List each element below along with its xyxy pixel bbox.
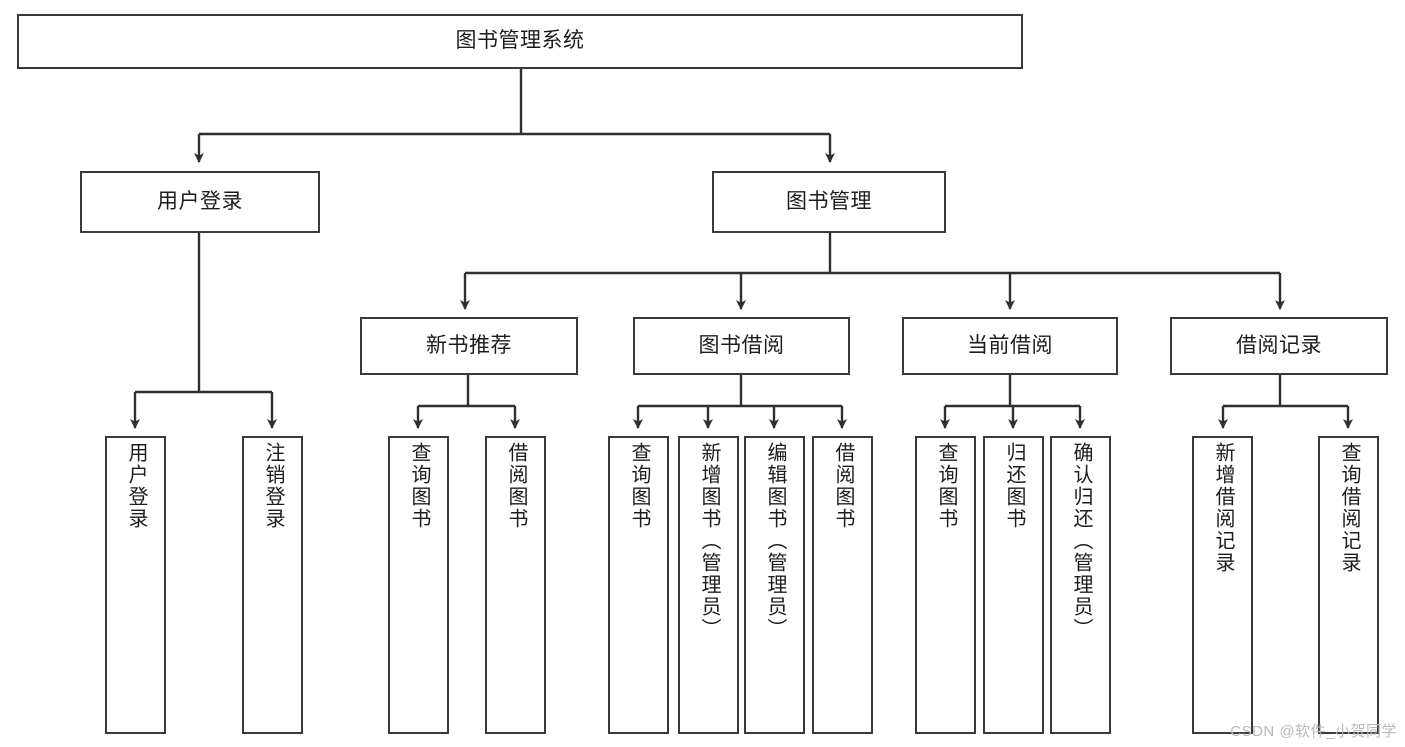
node-leaf-add-record-label: 新增借阅记录 — [1212, 442, 1234, 574]
node-leaf-query-record-label: 查询借阅记录 — [1338, 442, 1360, 574]
node-leaf-logout-login[interactable]: 注销登录 — [242, 436, 303, 734]
node-leaf-query-book-1-label: 查询图书 — [408, 442, 430, 530]
node-leaf-query-book-3-label: 查询图书 — [935, 442, 957, 530]
node-leaf-add-book[interactable]: 新增图书（管理员） — [678, 436, 739, 734]
node-leaf-confirm-return[interactable]: 确认归还（管理员） — [1050, 436, 1111, 734]
node-leaf-borrow-book-1-label: 借阅图书 — [505, 442, 527, 530]
node-borrow-record[interactable]: 借阅记录 — [1170, 317, 1388, 375]
node-leaf-query-book-2-label: 查询图书 — [628, 442, 650, 530]
node-new-book-recommend[interactable]: 新书推荐 — [360, 317, 578, 375]
node-leaf-edit-book[interactable]: 编辑图书（管理员） — [744, 436, 805, 734]
node-new-book-recommend-label: 新书推荐 — [426, 333, 512, 357]
node-current-borrow-label: 当前借阅 — [967, 333, 1053, 357]
node-leaf-query-book-2[interactable]: 查询图书 — [608, 436, 669, 734]
node-root[interactable]: 图书管理系统 — [17, 14, 1023, 69]
node-leaf-query-record[interactable]: 查询借阅记录 — [1318, 436, 1379, 734]
node-book-borrow[interactable]: 图书借阅 — [633, 317, 850, 375]
node-leaf-query-book-1[interactable]: 查询图书 — [388, 436, 449, 734]
node-current-borrow[interactable]: 当前借阅 — [902, 317, 1118, 375]
node-leaf-add-record[interactable]: 新增借阅记录 — [1192, 436, 1253, 734]
node-borrow-record-label: 借阅记录 — [1236, 333, 1322, 357]
node-root-label: 图书管理系统 — [455, 29, 585, 53]
node-user-login-label: 用户登录 — [157, 189, 243, 213]
node-leaf-user-login-label: 用户登录 — [125, 442, 147, 530]
node-leaf-edit-book-label: 编辑图书（管理员） — [764, 442, 786, 640]
node-book-manage[interactable]: 图书管理 — [712, 171, 946, 233]
node-leaf-confirm-return-label: 确认归还（管理员） — [1070, 442, 1092, 640]
node-leaf-borrow-book-2[interactable]: 借阅图书 — [812, 436, 873, 734]
node-leaf-logout-login-label: 注销登录 — [262, 442, 284, 530]
node-leaf-query-book-3[interactable]: 查询图书 — [915, 436, 976, 734]
node-leaf-user-login[interactable]: 用户登录 — [105, 436, 166, 734]
csdn-watermark: CSDN @软件_小贺同学 — [1230, 723, 1397, 740]
node-leaf-return-book[interactable]: 归还图书 — [983, 436, 1044, 734]
node-book-manage-label: 图书管理 — [786, 189, 872, 213]
node-leaf-add-book-label: 新增图书（管理员） — [698, 442, 720, 640]
node-leaf-borrow-book-2-label: 借阅图书 — [832, 442, 854, 530]
node-leaf-borrow-book-1[interactable]: 借阅图书 — [485, 436, 546, 734]
node-leaf-return-book-label: 归还图书 — [1003, 442, 1025, 530]
node-book-borrow-label: 图书借阅 — [698, 333, 785, 357]
node-user-login[interactable]: 用户登录 — [80, 171, 320, 233]
